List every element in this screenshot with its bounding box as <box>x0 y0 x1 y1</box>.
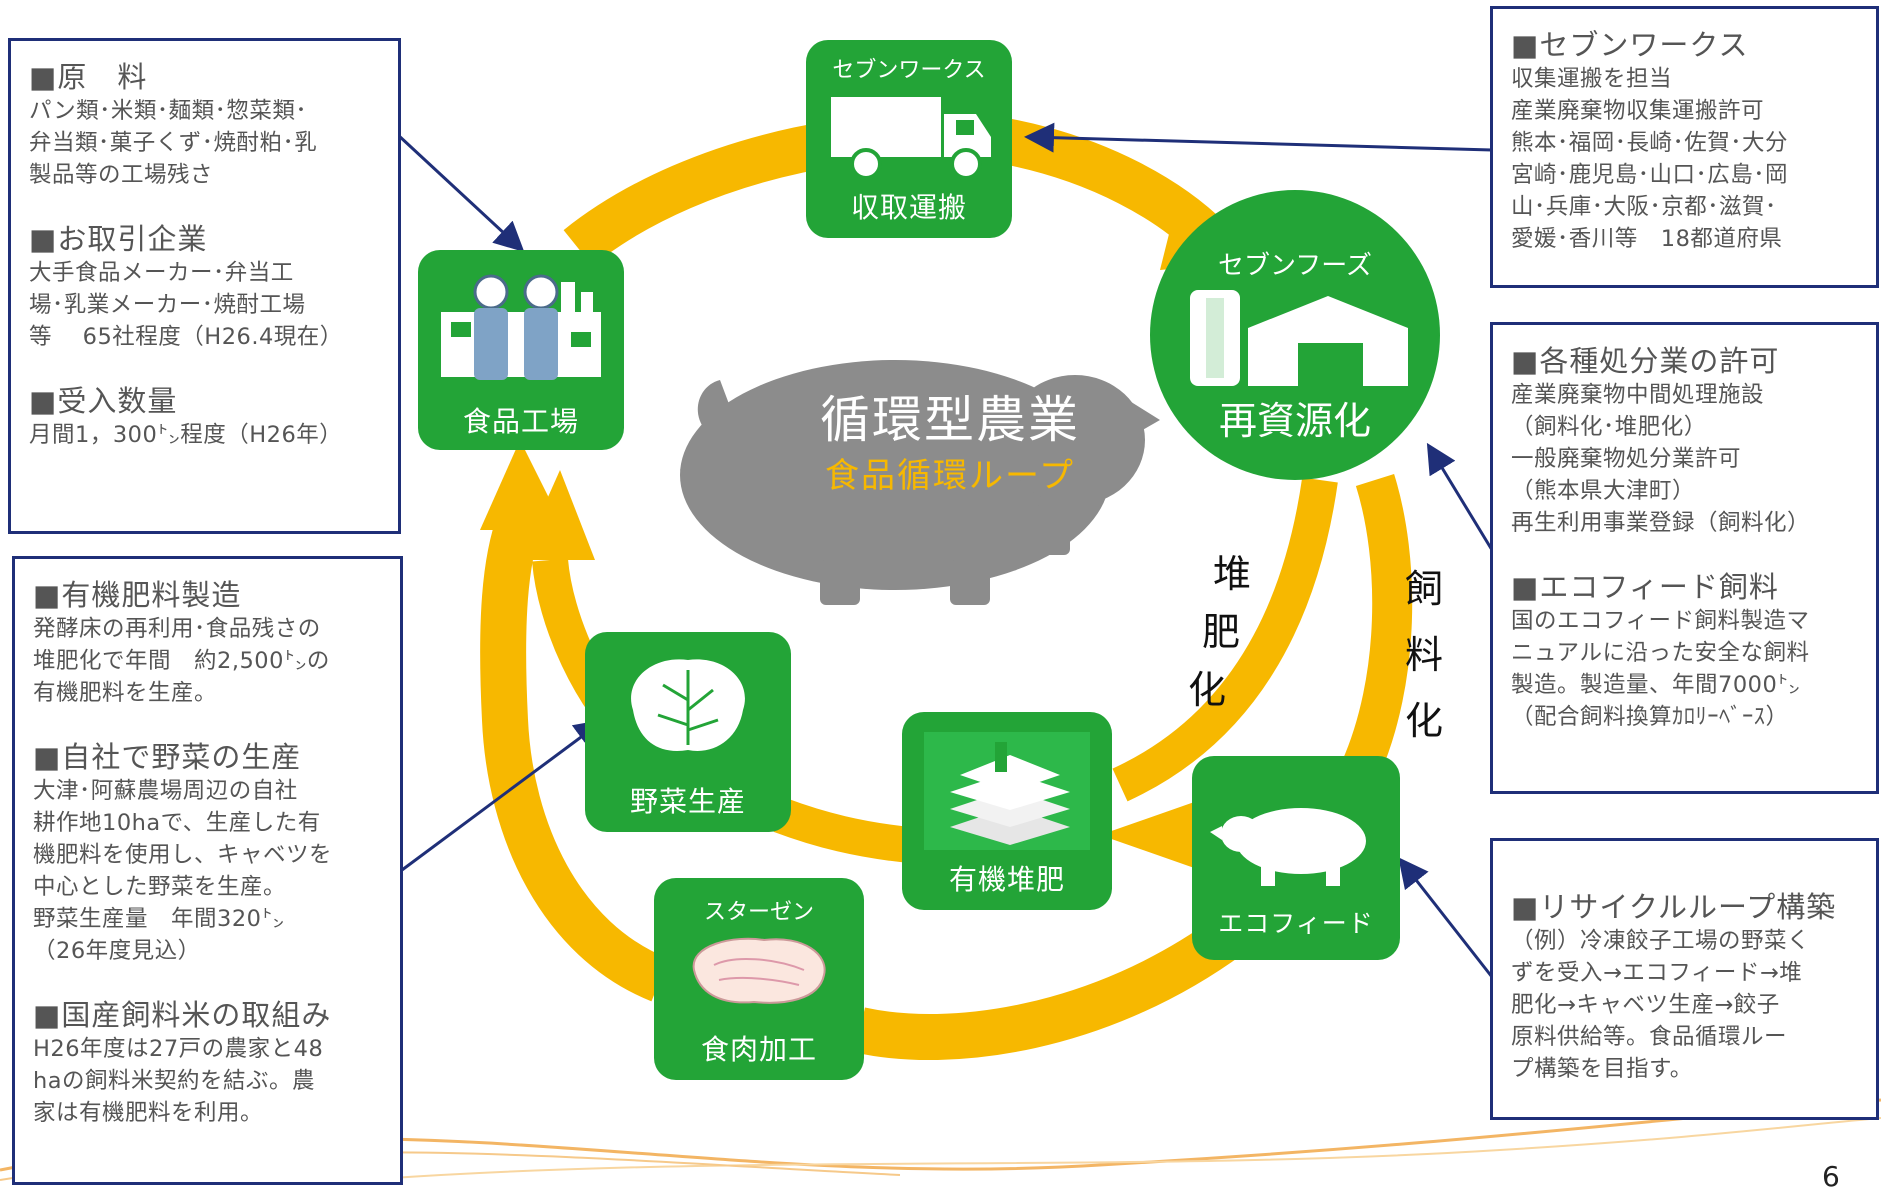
callout-section: ■受入数量 月間1，300㌧程度（H26年） <box>29 383 382 451</box>
compost-bags-icon <box>950 742 1070 845</box>
node-recycle-label: 再資源化 <box>1218 399 1371 443</box>
label-composting-char-2: 肥 <box>1201 610 1240 654</box>
pig-silhouette <box>680 360 1160 605</box>
pointer-bottom-left <box>401 719 605 872</box>
factory-workers-icon <box>441 274 601 380</box>
section-body: （例）冷凍餃子工場の野菜く ずを受入→エコフィード→堆 肥化→キャベツ生産→餃子… <box>1511 928 1811 1082</box>
section-body: 発酵床の再利用･食品残さの 堆肥化で年間 約2,500㌧の 有機肥料を生産。 <box>33 616 330 706</box>
callout-bottom-left: ■有機肥料製造 発酵床の再利用･食品残さの 堆肥化で年間 約2,500㌧の 有機… <box>12 556 403 1185</box>
node-transport: セブンワークス 収取運搬 <box>806 40 1012 238</box>
node-vegetable: 野菜生産 <box>585 632 791 832</box>
pointer-top-right <box>1024 122 1493 153</box>
callout-top-left: ■原 料 パン類･米類･麺類･惣菜類･ 弁当類･菓子くず･焼酎粕･乳 製品等の工… <box>8 38 401 534</box>
label-feed-char-3: 化 <box>1404 699 1443 743</box>
node-recycle: セブンフーズ 再資源化 <box>1150 190 1440 480</box>
loop-bottom-outer <box>855 916 1244 1061</box>
node-ecofeed-label: エコフィード <box>1218 909 1374 938</box>
label-composting-char-3: 化 <box>1187 668 1226 712</box>
pig-icon <box>1210 808 1366 886</box>
section-body: 大津･阿蘇農場周辺の自社 耕作地10haで、生産した有 機肥料を使用し、キャベツ… <box>33 778 333 964</box>
section-heading: ■お取引企業 <box>29 222 208 256</box>
node-vegetable-label: 野菜生産 <box>629 785 746 818</box>
section-body: 月間1，300㌧程度（H26年） <box>29 422 343 448</box>
loop-compost-to-veg <box>773 798 912 863</box>
node-transport-company: セブンワークス <box>832 58 986 83</box>
section-heading: ■エコフィード飼料 <box>1511 570 1779 604</box>
node-meat-company: スターゼン <box>703 900 814 925</box>
node-transport-label: 収取運搬 <box>850 191 967 224</box>
callout-section: ■エコフィード飼料 国のエコフィード飼料製造マ ニュアルに沿った安全な飼料 製造… <box>1511 569 1860 733</box>
section-heading: ■有機肥料製造 <box>33 578 242 612</box>
section-body: 大手食品メーカー･弁当工 場･乳業メーカー･焼酎工場 等 65社程度（H26.4… <box>29 260 343 350</box>
section-body: パン類･米類･麺類･惣菜類･ 弁当類･菓子くず･焼酎粕･乳 製品等の工場残さ <box>29 98 318 188</box>
callout-section: ■自社で野菜の生産 大津･阿蘇農場周辺の自社 耕作地10haで、生産した有 機肥… <box>33 739 384 967</box>
callout-top-right: ■セブンワークス 収集運搬を担当 産業廃棄物収集運搬許可 熊本･福岡･長崎･佐賀… <box>1490 6 1879 288</box>
section-body: 産業廃棄物中間処理施設 （飼料化･堆肥化） 一般廃棄物処分業許可 （熊本県大津町… <box>1511 382 1811 536</box>
node-recycle-company: セブンフーズ <box>1218 251 1372 281</box>
section-heading: ■セブンワークス <box>1511 28 1749 62</box>
section-body: H26年度は27戸の農家と48 haの飼料米契約を結ぶ。農 家は有機肥料を利用。 <box>33 1036 324 1126</box>
label-feed: 飼 料 化 <box>1402 556 1446 754</box>
label-feed-char-1: 飼 <box>1404 567 1443 611</box>
cabbage-icon <box>631 659 745 751</box>
section-heading: ■受入数量 <box>29 384 178 418</box>
section-heading: ■国産飼料米の取組み <box>33 998 332 1032</box>
page-number: 6 <box>1822 1160 1840 1193</box>
callout-section: ■国産飼料米の取組み H26年度は27戸の農家と48 haの飼料米契約を結ぶ。農… <box>33 997 384 1129</box>
section-heading: ■原 料 <box>29 60 148 94</box>
meat-icon <box>692 937 826 1004</box>
loop-inner-head <box>520 470 595 560</box>
plant-building-icon <box>1190 290 1408 386</box>
section-body: 収集運搬を担当 産業廃棄物収集運搬許可 熊本･福岡･長崎･佐賀･大分 宮崎･鹿児… <box>1511 66 1789 252</box>
section-heading: ■各種処分業の許可 <box>1511 344 1780 378</box>
loop-left-outer <box>480 511 670 1002</box>
callout-section: ■各種処分業の許可 産業廃棄物中間処理施設 （飼料化･堆肥化） 一般廃棄物処分業… <box>1511 343 1860 539</box>
callout-mid-right: ■各種処分業の許可 産業廃棄物中間処理施設 （飼料化･堆肥化） 一般廃棄物処分業… <box>1490 322 1879 794</box>
section-heading: ■自社で野菜の生産 <box>33 740 302 774</box>
pointer-mid-right <box>1426 442 1494 551</box>
label-composting: 堆 肥 化 <box>1188 545 1254 719</box>
callout-section: ■お取引企業 大手食品メーカー･弁当工 場･乳業メーカー･焼酎工場 等 65社程… <box>29 221 382 353</box>
node-meat-label: 食肉加工 <box>700 1033 817 1066</box>
node-compost-label: 有機堆肥 <box>948 863 1065 896</box>
node-ecofeed: エコフィード <box>1192 756 1400 960</box>
node-meat: スターゼン 食肉加工 <box>654 878 864 1080</box>
node-factory-label: 食品工場 <box>462 405 579 438</box>
center-subtitle: 食品循環ループ <box>825 456 1075 496</box>
node-compost: 有機堆肥 <box>902 712 1112 910</box>
truck-icon <box>831 97 991 180</box>
center-title: 循環型農業 <box>820 391 1080 449</box>
node-factory: 食品工場 <box>418 250 624 450</box>
callout-section: ■有機肥料製造 発酵床の再利用･食品残さの 堆肥化で年間 約2,500㌧の 有機… <box>33 577 384 709</box>
section-body: 国のエコフィード飼料製造マ ニュアルに沿った安全な飼料 製造。製造量、年間700… <box>1511 608 1810 730</box>
ecofeed-to-compost-head <box>1100 800 1200 870</box>
decor-wave-2 <box>299 1117 1881 1185</box>
label-feed-char-2: 料 <box>1404 633 1443 677</box>
callout-section: ■リサイクルループ構築 （例）冷凍餃子工場の野菜く ずを受入→エコフィード→堆 … <box>1511 859 1860 1085</box>
callout-section: ■原 料 パン類･米類･麺類･惣菜類･ 弁当類･菓子くず･焼酎粕･乳 製品等の工… <box>29 59 382 191</box>
label-composting-char-1: 堆 <box>1212 552 1251 596</box>
callout-bottom-right: ■リサイクルループ構築 （例）冷凍餃子工場の野菜く ずを受入→エコフィード→堆 … <box>1490 838 1879 1120</box>
section-heading: ■リサイクルループ構築 <box>1511 890 1837 924</box>
callout-section: ■セブンワークス 収集運搬を担当 産業廃棄物収集運搬許可 熊本･福岡･長崎･佐賀… <box>1511 27 1860 255</box>
loop-compost-arc <box>1112 477 1338 802</box>
pointer-top-left <box>396 133 525 253</box>
loop-feed-arc <box>1341 474 1413 779</box>
